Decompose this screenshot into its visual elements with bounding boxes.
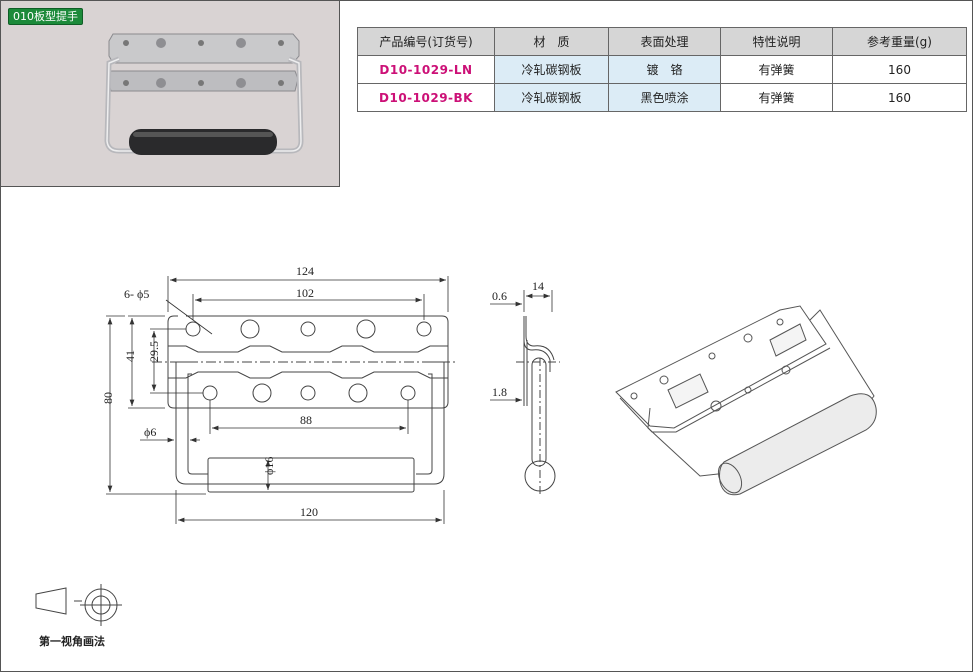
dim-88: 88 bbox=[300, 413, 312, 427]
projection-symbol bbox=[35, 584, 122, 626]
isometric-view bbox=[615, 305, 877, 496]
side-dimension-lines bbox=[490, 290, 553, 403]
dim-124: 124 bbox=[296, 264, 314, 278]
dim-grip: ϕ16 bbox=[262, 457, 276, 475]
dimension-lines bbox=[106, 276, 449, 524]
side-view bbox=[516, 316, 560, 494]
cell-weight: 160 bbox=[832, 83, 967, 112]
side-view-labels: 14 0.6 1.8 bbox=[492, 279, 544, 399]
cell-material: 冷轧碳钢板 bbox=[494, 83, 609, 112]
dim-0-6: 0.6 bbox=[492, 289, 507, 303]
header-feature: 特性说明 bbox=[720, 27, 833, 56]
cell-surface: 镀 铬 bbox=[608, 55, 721, 84]
dim-1-8: 1.8 bbox=[492, 385, 507, 399]
dim-120: 120 bbox=[300, 505, 318, 519]
header-material: 材 质 bbox=[494, 27, 609, 56]
dim-holes: 6- ϕ5 bbox=[124, 287, 149, 301]
product-photo-panel: 010板型提手 bbox=[1, 1, 340, 187]
dim-14: 14 bbox=[532, 279, 544, 293]
product-photo bbox=[104, 33, 304, 155]
spec-table: 产品编号(订货号) 材 质 表面处理 特性说明 参考重量(g) D10-1029… bbox=[357, 27, 967, 112]
dim-41: 41 bbox=[123, 350, 137, 362]
spec-table-header: 产品编号(订货号) 材 质 表面处理 特性说明 参考重量(g) bbox=[357, 27, 967, 56]
table-row: D10-1029-LN 冷轧碳钢板 镀 铬 有弹簧 160 bbox=[357, 55, 967, 84]
dim-102: 102 bbox=[296, 286, 314, 300]
cell-weight: 160 bbox=[832, 55, 967, 84]
cell-surface: 黑色喷涂 bbox=[608, 83, 721, 112]
cell-feature: 有弹簧 bbox=[720, 83, 833, 112]
front-view bbox=[152, 315, 458, 493]
product-series-badge: 010板型提手 bbox=[8, 8, 83, 25]
cell-feature: 有弹簧 bbox=[720, 55, 833, 84]
dim-80: 80 bbox=[101, 392, 115, 404]
projection-label: 第一视角画法 bbox=[39, 635, 105, 648]
table-row: D10-1029-BK 冷轧碳钢板 黑色喷涂 有弹簧 160 bbox=[357, 83, 967, 112]
cell-code: D10-1029-BK bbox=[357, 83, 495, 112]
dim-29-5: 29.5 bbox=[147, 341, 161, 362]
dim-rod: ϕ6 bbox=[144, 425, 156, 439]
front-view-labels: 124 102 6- ϕ5 41 29.5 80 88 ϕ6 ϕ16 120 bbox=[101, 264, 318, 519]
header-surface: 表面处理 bbox=[608, 27, 721, 56]
